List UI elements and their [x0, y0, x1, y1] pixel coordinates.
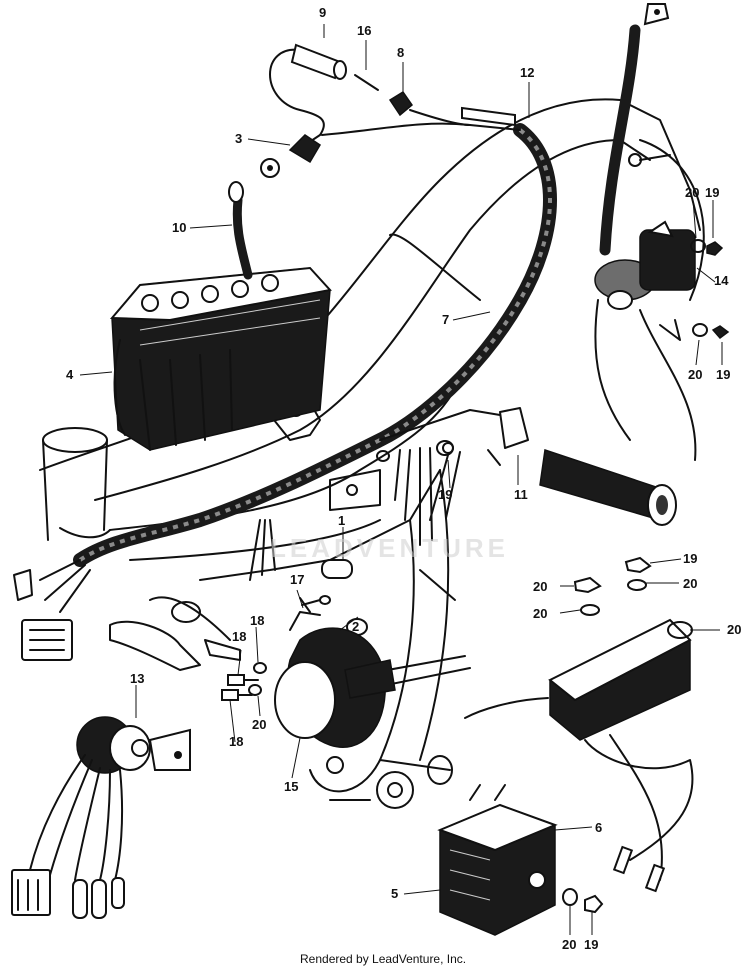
callout-20-b: 20 — [533, 606, 548, 621]
callout-18-bottom: 18 — [229, 734, 244, 749]
callout-19-mid: 19 — [716, 367, 731, 382]
callout-6: 6 — [595, 820, 603, 835]
callout-16: 16 — [357, 23, 372, 38]
battery — [109, 266, 332, 451]
callout-20-e: 20 — [562, 937, 577, 952]
callout-1: 1 — [338, 513, 346, 528]
callout-20-top: 20 — [685, 185, 700, 200]
watermark: LEADVENTURE — [270, 533, 510, 563]
callout-7: 7 — [442, 312, 450, 327]
callout-19-horn: 19 — [438, 487, 453, 502]
callout-20-d: 20 — [252, 717, 267, 732]
callout-5: 5 — [391, 886, 399, 901]
callout-3: 3 — [235, 131, 243, 146]
small-parts — [221, 239, 730, 914]
callout-20-mid: 20 — [688, 367, 703, 382]
callout-19-top: 19 — [705, 185, 720, 200]
ignition-switch — [11, 716, 191, 919]
callout-14: 14 — [714, 273, 729, 288]
callout-20-gen: 2 — [352, 619, 360, 634]
callout-9: 9 — [319, 5, 327, 20]
callout-10: 10 — [172, 220, 187, 235]
callout-4: 4 — [66, 367, 74, 382]
callout-20-c: 18 — [250, 613, 265, 628]
callout-19-e: 19 — [584, 937, 599, 952]
starter-cable — [599, 3, 670, 256]
callout-18-top: 18 — [232, 629, 247, 644]
callout-20-a: 20 — [683, 576, 698, 591]
callout-19-b: 20 — [533, 579, 548, 594]
callout-8: 8 — [397, 45, 405, 60]
callout-12: 12 — [520, 65, 535, 80]
top-wiring — [260, 43, 521, 178]
horn — [487, 407, 677, 526]
callout-17: 17 — [290, 572, 305, 587]
callout-15: 15 — [284, 779, 299, 794]
battery-cable — [228, 181, 253, 280]
starter-switch — [594, 153, 697, 461]
ignition-coil — [464, 618, 694, 893]
generator — [274, 611, 471, 748]
wire-harness — [13, 123, 557, 661]
callout-19-a: 19 — [683, 551, 698, 566]
callout-11: 11 — [514, 487, 528, 502]
callout-2: 20 — [727, 622, 742, 637]
footer-credit: Rendered by LeadVenture, Inc. — [300, 952, 467, 966]
rectifier — [437, 784, 558, 936]
callout-13: 13 — [130, 671, 145, 686]
leader-lines — [79, 24, 723, 935]
